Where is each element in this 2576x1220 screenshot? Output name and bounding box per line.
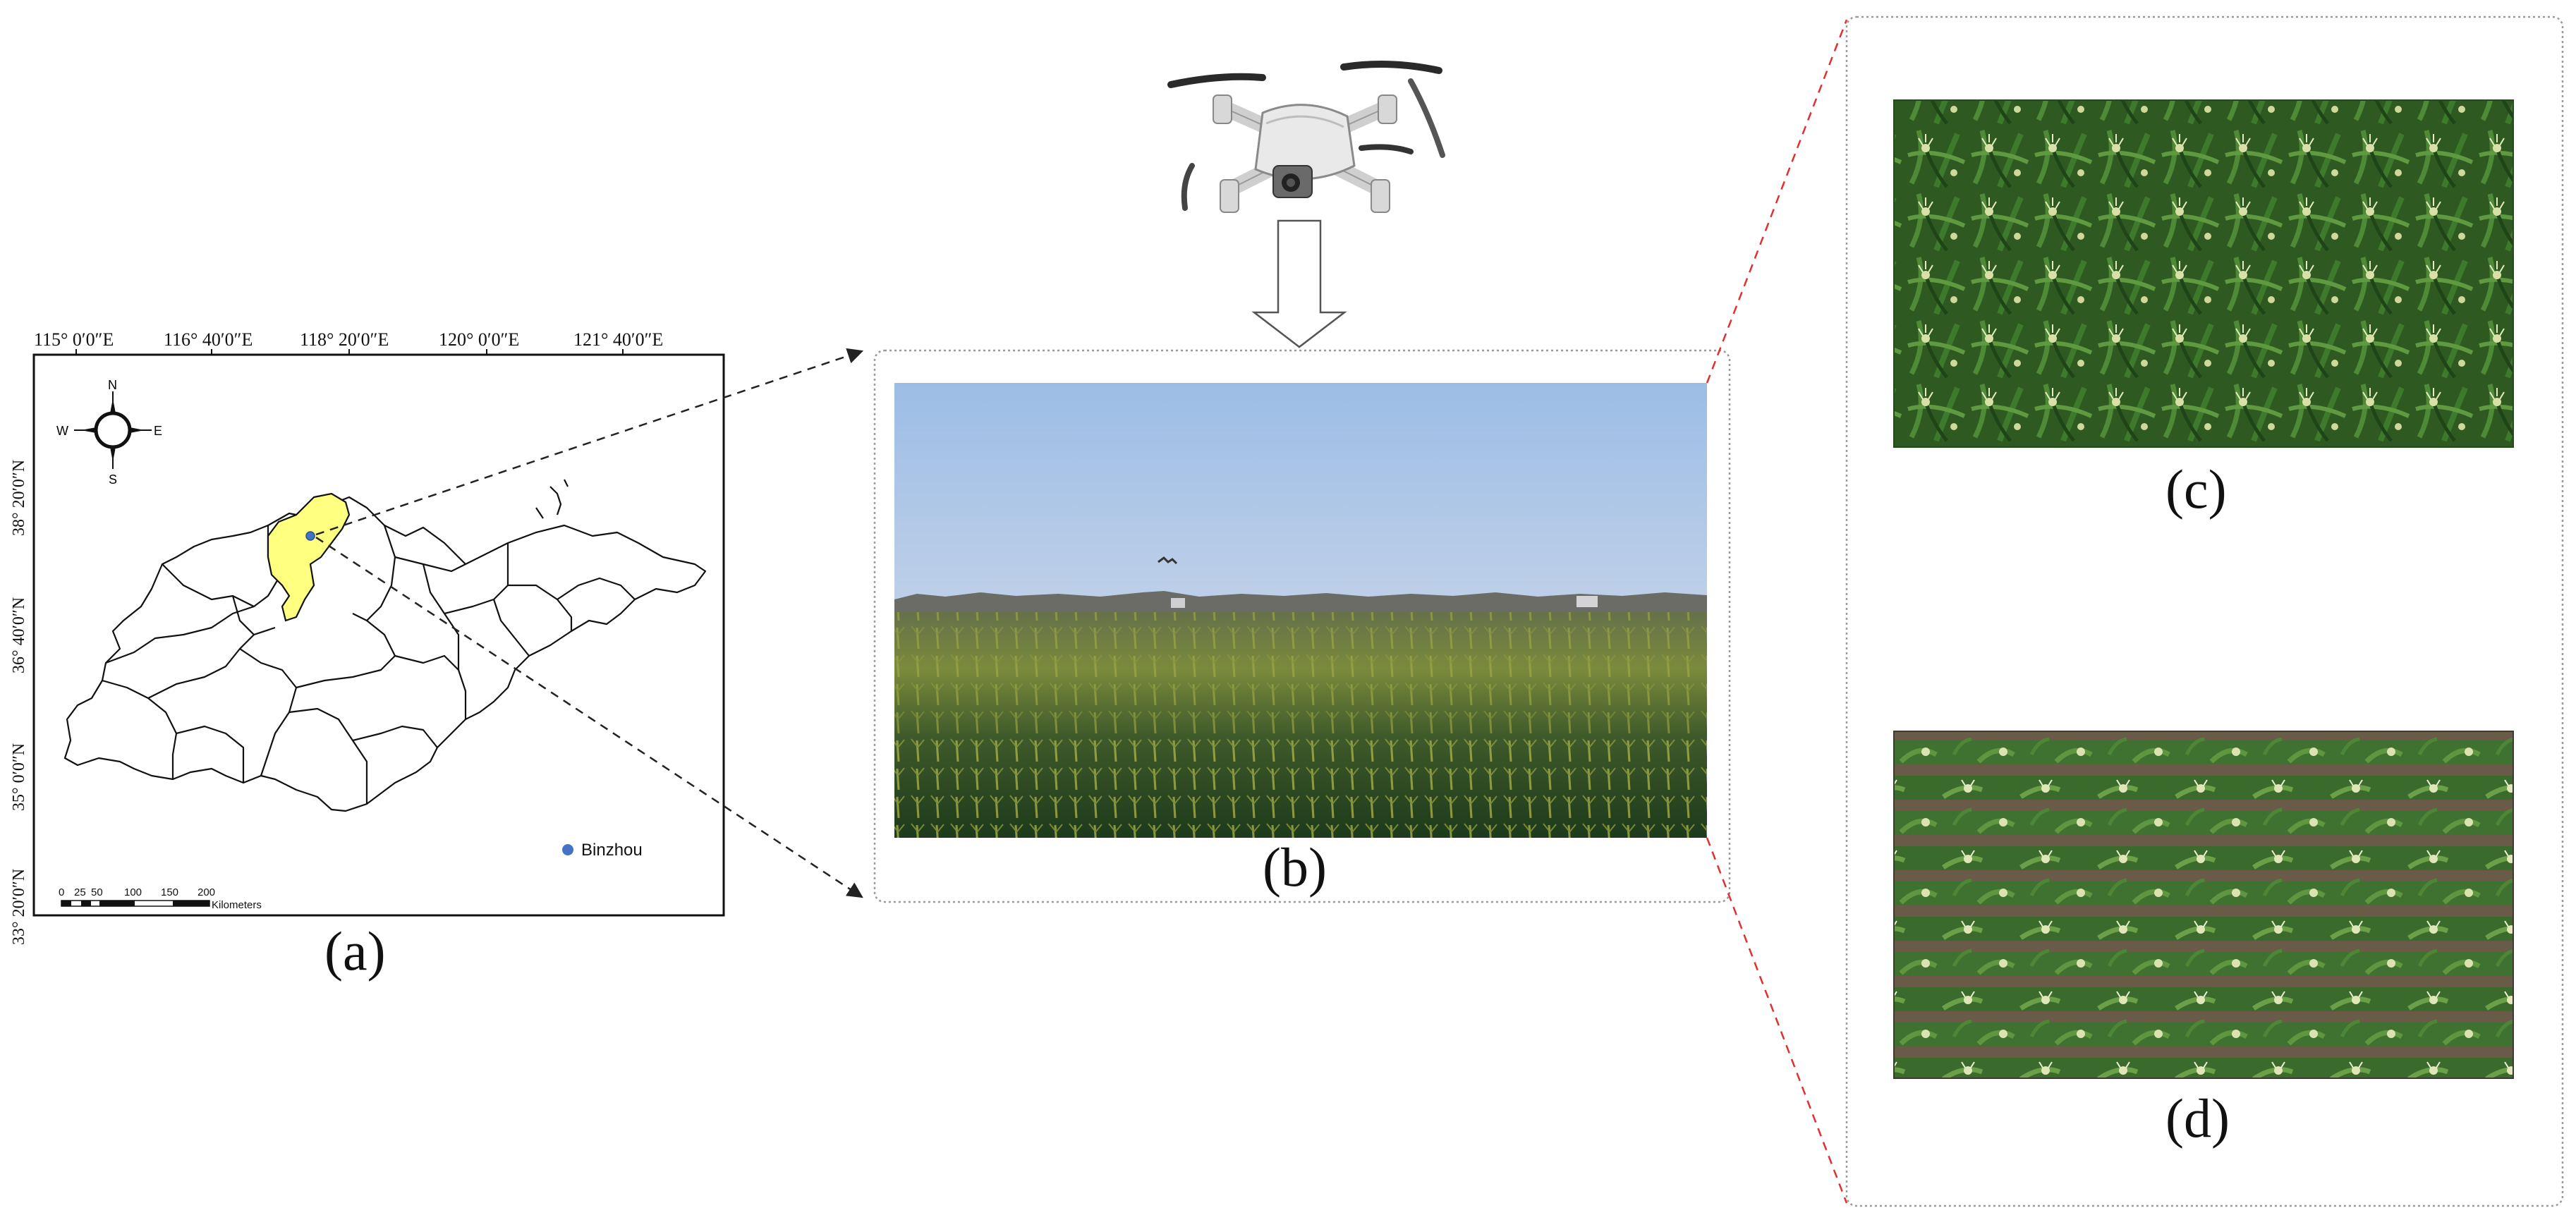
compass-rose: N S E W (56, 378, 162, 487)
latitude-label: 33° 20′0″N (10, 869, 28, 945)
region-boundary (492, 599, 530, 657)
region-boundary (239, 648, 298, 776)
compass-west: W (56, 424, 68, 438)
latitude-label: 36° 40′0″N (10, 597, 28, 673)
map-to-field-arrows (315, 348, 864, 898)
longitude-labels: 115° 0′0″E 116° 40′0″E 118° 20′0″E 120° … (34, 329, 663, 350)
zoom-line-upper (1706, 19, 1848, 384)
field-panel: (b) (873, 349, 1731, 903)
scale-number: 25 (74, 886, 86, 898)
scale-number: 150 (161, 886, 178, 898)
latitude-label: 38° 20′0″N (10, 460, 28, 536)
crop-panels-container: (c) (d) (1845, 16, 2564, 1207)
legend-dot-icon (562, 844, 573, 855)
scale-number: 50 (91, 886, 103, 898)
region-boundary (394, 556, 466, 573)
legend-label: Binzhou (581, 841, 643, 860)
map-panel: 115° 0′0″E 116° 40′0″E 118° 20′0″E 120° … (10, 329, 725, 982)
panel-caption-c: (c) (2165, 458, 2227, 520)
crop-panel-c: (c) (1893, 99, 2514, 520)
province-map (63, 479, 707, 812)
scale-bar: 0 25 50 100 150 200 Kilometers (59, 886, 262, 911)
longitude-label: 115° 0′0″E (34, 329, 114, 350)
scale-number: 200 (198, 886, 215, 898)
compass-north: N (108, 378, 117, 392)
binzhou-region (267, 492, 351, 622)
coastline-islands (535, 479, 569, 519)
zoom-line-lower (1706, 837, 1848, 1204)
crop-photo-c (1894, 100, 2513, 447)
map-legend: Binzhou (562, 841, 643, 860)
down-arrow-icon (1251, 219, 1347, 348)
region-boundary (444, 543, 509, 615)
guide-arrow-upper (315, 348, 864, 536)
region-boundary (176, 725, 245, 783)
region-boundary (231, 595, 255, 635)
longitude-ticks (75, 349, 624, 355)
region-boundary (352, 725, 438, 748)
region-boundary (288, 707, 368, 804)
region-boundary (105, 605, 255, 664)
scale-number: 100 (124, 886, 142, 898)
scale-unit: Kilometers (212, 899, 262, 911)
zoom-lines (1706, 19, 1848, 1204)
region-boundary (557, 577, 636, 600)
latitude-label: 35° 0′0″N (10, 743, 28, 811)
panel-caption-a: (a) (324, 920, 386, 982)
longitude-label: 118° 20′0″E (300, 329, 389, 350)
region-boundary (366, 525, 396, 621)
field-photo (894, 383, 1707, 838)
drone-icon (1167, 61, 1445, 213)
longitude-label: 121° 40′0″E (573, 329, 663, 350)
compass-south: S (109, 472, 117, 487)
region-boundary (102, 679, 178, 779)
region-boundary (296, 613, 396, 689)
binzhou-marker (305, 531, 315, 541)
scale-number: 0 (59, 886, 64, 898)
panel-caption-d: (d) (2165, 1087, 2230, 1149)
latitude-labels: 38° 20′0″N 36° 40′0″N 35° 0′0″N 33° 20′0… (10, 460, 28, 945)
longitude-label: 116° 40′0″E (164, 329, 253, 350)
crop-photo-d (1894, 731, 2513, 1078)
region-boundary (394, 654, 467, 719)
crop-panel-d: (d) (1893, 731, 2514, 1149)
compass-east: E (154, 424, 162, 438)
guide-arrow-lower (315, 536, 863, 898)
longitude-label: 120° 0′0″E (439, 329, 519, 350)
panel-caption-b: (b) (1263, 836, 1327, 898)
